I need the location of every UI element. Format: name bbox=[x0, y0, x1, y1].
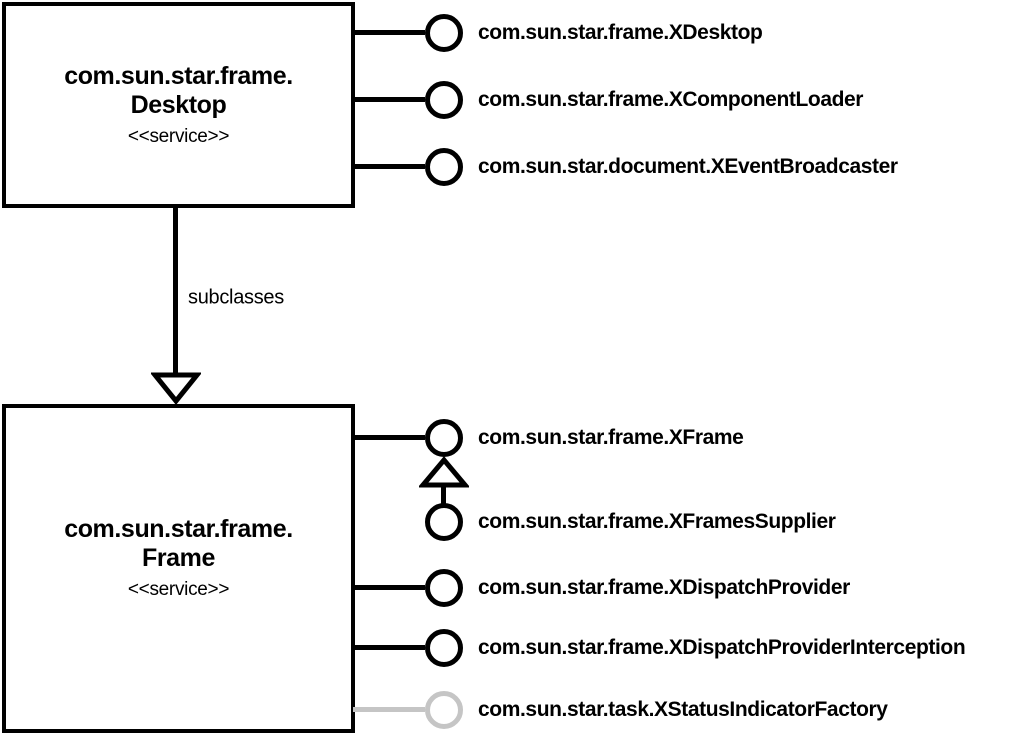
interface-label: com.sun.star.frame.XDispatchProviderInte… bbox=[478, 636, 966, 659]
interface-circle-icon bbox=[425, 14, 463, 52]
interface-label: com.sun.star.frame.XFramesSupplier bbox=[478, 510, 836, 533]
connector-line bbox=[353, 707, 425, 712]
interface-circle-icon bbox=[425, 81, 463, 119]
service-stereotype: <<service>> bbox=[127, 578, 230, 600]
connector-line bbox=[353, 645, 425, 650]
connector-line bbox=[353, 585, 425, 590]
interface-circle-icon bbox=[425, 148, 463, 186]
interface-label: com.sun.star.frame.XComponentLoader bbox=[478, 88, 864, 111]
service-title-line2: Desktop bbox=[130, 91, 227, 119]
interface-label: com.sun.star.frame.XFrame bbox=[478, 426, 744, 449]
interface-label: com.sun.star.frame.XDispatchProvider bbox=[478, 576, 850, 599]
subclasses-arrowhead-icon bbox=[151, 372, 201, 404]
interface-circle-icon bbox=[425, 629, 463, 667]
subclasses-label: subclasses bbox=[188, 286, 284, 309]
connector-line bbox=[353, 30, 425, 35]
service-title-line1: com.sun.star.frame. bbox=[64, 62, 293, 90]
interface-circle-icon bbox=[425, 691, 463, 729]
service-box-frame: com.sun.star.frame. Frame <<service>> bbox=[2, 404, 355, 733]
service-box-desktop: com.sun.star.frame. Desktop <<service>> bbox=[2, 2, 355, 208]
interface-label: com.sun.star.frame.XDesktop bbox=[478, 21, 763, 44]
service-title-line1: com.sun.star.frame. bbox=[64, 514, 293, 543]
interface-circle-icon bbox=[425, 503, 463, 541]
interface-circle-icon bbox=[425, 569, 463, 607]
service-title: com.sun.star.frame. Frame bbox=[64, 515, 293, 573]
subclasses-arrow-stem bbox=[173, 206, 178, 374]
service-title-line2: Frame bbox=[141, 543, 216, 572]
service-title: com.sun.star.frame. Desktop bbox=[64, 62, 293, 120]
connector-line bbox=[353, 164, 425, 169]
interface-label: com.sun.star.document.XEventBroadcaster bbox=[478, 155, 898, 178]
inheritance-stem bbox=[441, 485, 446, 504]
connector-line bbox=[353, 435, 425, 440]
interface-circle-icon bbox=[425, 419, 463, 457]
interface-label: com.sun.star.task.XStatusIndicatorFactor… bbox=[478, 698, 888, 721]
service-stereotype: <<service>> bbox=[127, 126, 230, 147]
connector-line bbox=[353, 97, 425, 102]
